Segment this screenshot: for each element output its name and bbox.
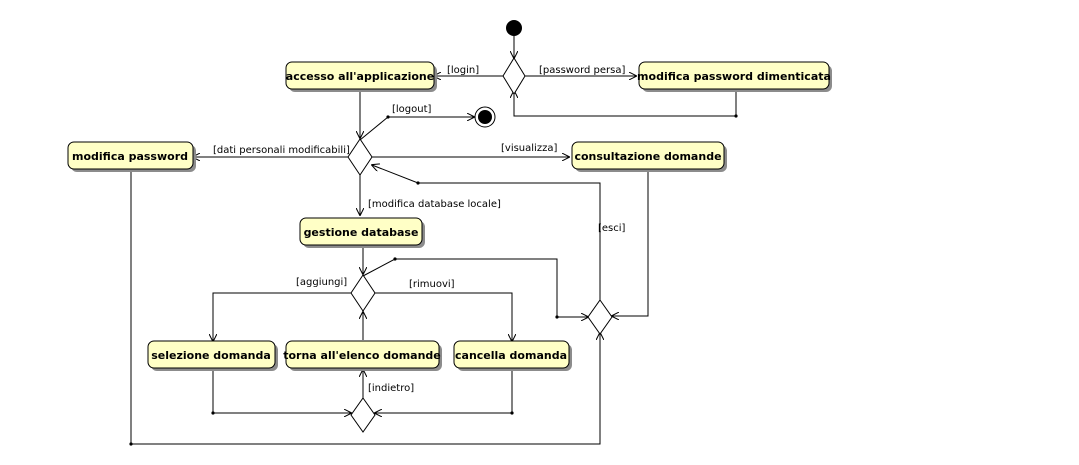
- activity-modifica-password-label: modifica password: [72, 150, 188, 163]
- guard-logout: [logout]: [392, 104, 432, 115]
- activity-modifica-password: modifica password: [67, 141, 196, 172]
- activity-consultazione-label: consultazione domande: [574, 150, 721, 163]
- guard-rimuovi: [rimuovi]: [409, 279, 455, 290]
- activity-modifica-dimenticata-label: modifica password dimenticata: [637, 70, 831, 83]
- guard-login: [login]: [447, 65, 479, 76]
- activity-cancella: cancella domanda: [453, 340, 572, 371]
- initial-node: [506, 20, 522, 36]
- decision-database: [350, 274, 376, 312]
- edge-esci: [372, 165, 601, 300]
- edge-modifica-password-to-merge: [130, 171, 600, 445]
- guard-password-persa: [password persa]: [539, 65, 626, 76]
- edge-aggiungi: [213, 292, 351, 341]
- guard-esci: [esci]: [598, 223, 626, 234]
- activity-torna-label: torna all'elenco domande: [283, 349, 441, 362]
- merge-exit: [587, 299, 613, 335]
- decision-nodes: [347, 57, 613, 433]
- activity-cancella-label: cancella domanda: [455, 349, 567, 362]
- guard-dati-personali: [dati personali modificabili]: [213, 145, 350, 156]
- guard-visualizza: [visualizza]: [501, 143, 557, 154]
- activity-selezione-label: selezione domanda: [151, 349, 271, 362]
- guard-modifica-db: [modifica database locale]: [368, 199, 501, 210]
- guard-aggiungi: [aggiungi]: [296, 277, 347, 288]
- edge-selezione-to-merge: [212, 370, 351, 413]
- edge-rimuovi: [375, 292, 512, 341]
- edge-decision-to-merge: [362, 258, 588, 317]
- junction-dots: [129, 114, 738, 446]
- final-node: [474, 106, 496, 128]
- activity-selezione: selezione domanda: [147, 340, 278, 371]
- activity-accesso-label: accesso all'applicazione: [286, 70, 434, 83]
- activity-consultazione: consultazione domande: [571, 141, 727, 172]
- activity-gestione: gestione database: [299, 217, 425, 248]
- activity-torna: torna all'elenco domande: [283, 340, 442, 371]
- guard-indietro: [indietro]: [368, 383, 414, 394]
- decision-main: [347, 138, 373, 176]
- edge-logout: [359, 117, 474, 141]
- edge-consultazione-to-merge: [612, 171, 649, 316]
- merge-back: [350, 397, 376, 433]
- decision-login: [502, 57, 526, 95]
- edges: [130, 36, 737, 445]
- activity-modifica-dimenticata: modifica password dimenticata: [637, 61, 832, 92]
- activity-gestione-label: gestione database: [304, 226, 419, 239]
- edge-dimenticata-return: [514, 90, 737, 117]
- activity-accesso: accesso all'applicazione: [285, 61, 437, 92]
